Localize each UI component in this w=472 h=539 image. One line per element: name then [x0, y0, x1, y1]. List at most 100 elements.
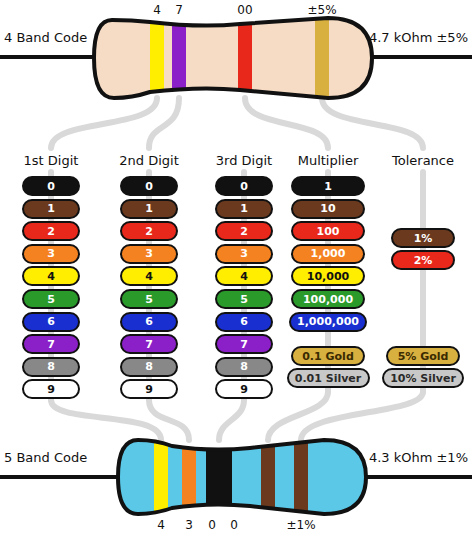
band-value-text: 4	[240, 270, 248, 283]
band-value-text: 1,000,000	[297, 315, 359, 328]
band-value: 4	[153, 2, 161, 18]
color-band-pill: 100,000	[291, 289, 365, 309]
resistor-caption: 5 Band Code	[4, 450, 87, 466]
band-value-text: 8	[240, 360, 248, 373]
band-value-text: 0.1 Gold	[302, 350, 354, 363]
band-value-text: 2%	[414, 254, 433, 267]
color-band-pill: 6	[120, 312, 178, 332]
color-band-pill: 5	[120, 289, 178, 309]
color-band-pill: 9	[215, 379, 273, 399]
color-band-pill: 8	[120, 357, 178, 377]
color-band-pill: 10	[291, 199, 365, 219]
band-value-text: 4	[145, 270, 153, 283]
guide-lines	[51, 98, 423, 440]
band-value: 7	[175, 2, 183, 18]
color-band-pill: 2	[22, 221, 80, 241]
band-value-text: 8	[47, 360, 55, 373]
band-value-text: 10	[320, 202, 335, 215]
band-value-text: 3	[47, 247, 55, 260]
band-value-text: 2	[145, 225, 153, 238]
resistor-caption: 4 Band Code	[4, 30, 87, 46]
band-value-text: 1%	[414, 232, 433, 245]
color-band-pill: 100	[291, 221, 365, 241]
column-heading: 2nd Digit	[119, 153, 178, 169]
color-band-pill: 1,000,000	[289, 312, 367, 332]
band-value: 0	[230, 517, 238, 533]
band-value-text: 2	[47, 225, 55, 238]
color-band-pill: 1,000	[291, 244, 365, 264]
color-band-pill: 5	[215, 289, 273, 309]
band-value-text: 9	[240, 383, 248, 396]
color-band-pill: 5	[22, 289, 80, 309]
band-value-text: 0.01 Silver	[295, 372, 362, 385]
color-band-pill: 10,000	[291, 266, 365, 286]
band-value-text: 9	[47, 383, 55, 396]
band-value-text: 8	[145, 360, 153, 373]
color-band-pill: 8	[215, 357, 273, 377]
color-band-pill: 1%	[391, 228, 455, 248]
band-value-text: 5	[145, 293, 153, 306]
band-value-text: 1	[145, 202, 153, 215]
band-value-text: 5% Gold	[398, 350, 449, 363]
band-value-text: 100,000	[303, 293, 353, 306]
band-value-text: 1,000	[311, 247, 346, 260]
band-value-text: 1	[324, 180, 332, 193]
band-value-text: 6	[240, 315, 248, 328]
band-value-text: 6	[47, 315, 55, 328]
band-value-text: 100	[317, 225, 340, 238]
color-band-pill: 4	[120, 266, 178, 286]
color-band-pill: 1	[291, 176, 365, 196]
band-value-text: 3	[145, 247, 153, 260]
color-band-pill: 4	[22, 266, 80, 286]
color-band-pill: 2	[215, 221, 273, 241]
band-value-text: 5	[47, 293, 55, 306]
resistor-value: 4.3 kOhm ±1%	[369, 450, 468, 466]
column-heading: Multiplier	[298, 153, 359, 169]
color-band-pill: 1	[120, 199, 178, 219]
band-value-text: 1	[240, 202, 248, 215]
color-band-pill: 1	[22, 199, 80, 219]
band-value-text: 0	[145, 180, 153, 193]
column-heading: 3rd Digit	[216, 153, 272, 169]
color-band-pill: 1	[215, 199, 273, 219]
band-value-text: 1	[47, 202, 55, 215]
band-value-text: 5	[240, 293, 248, 306]
color-band-pill: 0	[120, 176, 178, 196]
color-band-pill: 5% Gold	[386, 346, 460, 366]
band-value: 0	[208, 517, 216, 533]
color-band-pill: 2	[120, 221, 178, 241]
column-heading: 1st Digit	[24, 153, 79, 169]
color-band-pill: 6	[215, 312, 273, 332]
color-band-pill: 7	[22, 334, 80, 354]
color-band-pill: 2%	[391, 250, 455, 270]
color-band-pill: 4	[215, 266, 273, 286]
color-band-pill: 7	[120, 334, 178, 354]
color-band-pill: 3	[120, 244, 178, 264]
column-heading: Tolerance	[392, 153, 454, 169]
color-band-pill: 7	[215, 334, 273, 354]
band-value-text: 0	[240, 180, 248, 193]
color-band-pill: 0.1 Gold	[291, 346, 365, 366]
band-value-text: 6	[145, 315, 153, 328]
resistor-4-band	[94, 0, 372, 120]
resistor-5-band	[118, 430, 366, 530]
band-value: ±1%	[286, 517, 315, 533]
band-value-text: 7	[145, 338, 153, 351]
color-band-pill: 3	[215, 244, 273, 264]
color-band-pill: 9	[22, 379, 80, 399]
band-value-text: 2	[240, 225, 248, 238]
color-band-pill: 0	[22, 176, 80, 196]
band-value: ±5%	[307, 2, 336, 18]
color-band-pill: 8	[22, 357, 80, 377]
band-value-text: 3	[240, 247, 248, 260]
band-value: 3	[185, 517, 193, 533]
resistor-value: 4.7 kOhm ±5%	[369, 30, 468, 46]
color-band-pill: 3	[22, 244, 80, 264]
band-value-text: 10% Silver	[390, 372, 456, 385]
color-band-pill: 0	[215, 176, 273, 196]
band-value: 00	[237, 2, 252, 18]
color-band-pill: 9	[120, 379, 178, 399]
band-value-text: 7	[47, 338, 55, 351]
band-value: 4	[157, 517, 165, 533]
